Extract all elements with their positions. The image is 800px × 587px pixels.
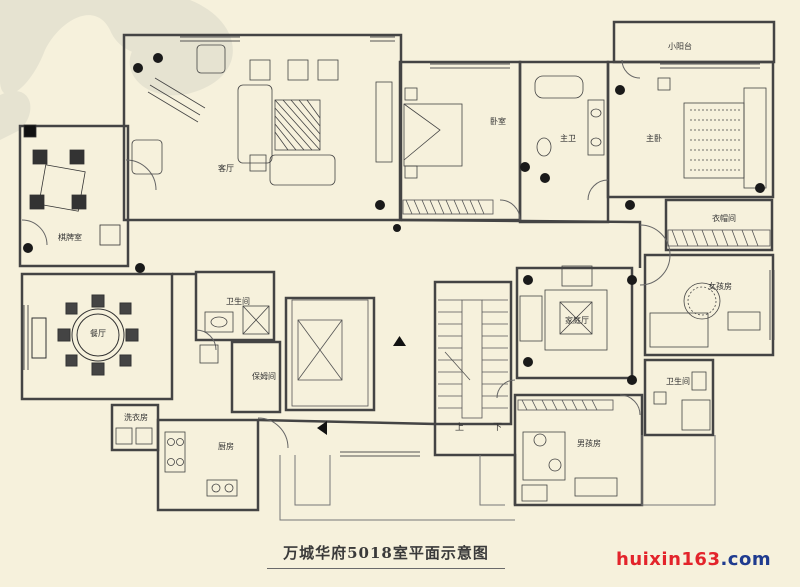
dining-table-furniture bbox=[31, 294, 139, 376]
plant-icons bbox=[23, 53, 765, 385]
laundry-fixtures bbox=[115, 427, 153, 445]
room-label-family-hall: 家庭厅 bbox=[565, 316, 589, 325]
master-bath-fixtures bbox=[534, 75, 605, 157]
decorative-swirl-icon bbox=[0, 0, 233, 140]
room-label-closet: 衣帽间 bbox=[712, 214, 736, 223]
elevator-shaft bbox=[291, 299, 369, 407]
entry-arrow-icons bbox=[317, 336, 406, 435]
doors bbox=[21, 59, 671, 449]
chess-table-furniture bbox=[23, 124, 121, 246]
windows bbox=[23, 36, 775, 457]
room-label-chess-room: 棋牌室 bbox=[58, 233, 82, 242]
room-label-nanny-room: 保姆间 bbox=[252, 372, 276, 381]
stair-label-up: 上 bbox=[455, 423, 465, 433]
room-label-dining-room: 餐厅 bbox=[90, 329, 106, 338]
watermark-tld: .com bbox=[720, 549, 772, 570]
room-label-living-room: 客厅 bbox=[218, 164, 234, 173]
bedroom-bed bbox=[403, 87, 463, 179]
room-label-girls-room: 女孩房 bbox=[708, 282, 732, 291]
staircase bbox=[438, 299, 508, 419]
room-label-master-bedroom: 主卧 bbox=[646, 134, 662, 143]
walls bbox=[18, 20, 776, 512]
room-label-balcony: 小阳台 bbox=[668, 42, 692, 51]
room-label-right-bathroom: 卫生间 bbox=[666, 377, 690, 386]
watermark-domain: huixin163 bbox=[616, 549, 721, 570]
left-bath-fixtures bbox=[199, 305, 270, 364]
room-label-laundry: 洗衣房 bbox=[124, 413, 148, 422]
room-label-master-bath: 主卫 bbox=[560, 134, 576, 143]
plan-title: 万城华府5018室平面示意图 bbox=[283, 544, 489, 562]
family-hall-furniture bbox=[519, 265, 608, 351]
plan-title-box: 万城华府5018室平面示意图 bbox=[267, 538, 505, 569]
room-label-kitchen: 厨房 bbox=[218, 442, 234, 451]
room-label-boys-room: 男孩房 bbox=[577, 439, 601, 448]
site-watermark: huixin163.com bbox=[616, 549, 771, 570]
outer-site-lines bbox=[279, 435, 716, 521]
living-room-furniture bbox=[131, 44, 393, 186]
boys-room-furniture bbox=[521, 431, 618, 502]
room-label-left-bathroom: 卫生间 bbox=[226, 297, 250, 306]
master-bed bbox=[657, 77, 767, 189]
room-label-bedroom: 卧室 bbox=[490, 117, 506, 126]
right-bath-fixtures bbox=[653, 371, 711, 431]
wardrobe-hatching bbox=[402, 199, 771, 411]
stair-label-down: 下 bbox=[493, 423, 503, 433]
kitchen-fixtures bbox=[164, 431, 238, 497]
girls-room-furniture bbox=[649, 282, 761, 348]
